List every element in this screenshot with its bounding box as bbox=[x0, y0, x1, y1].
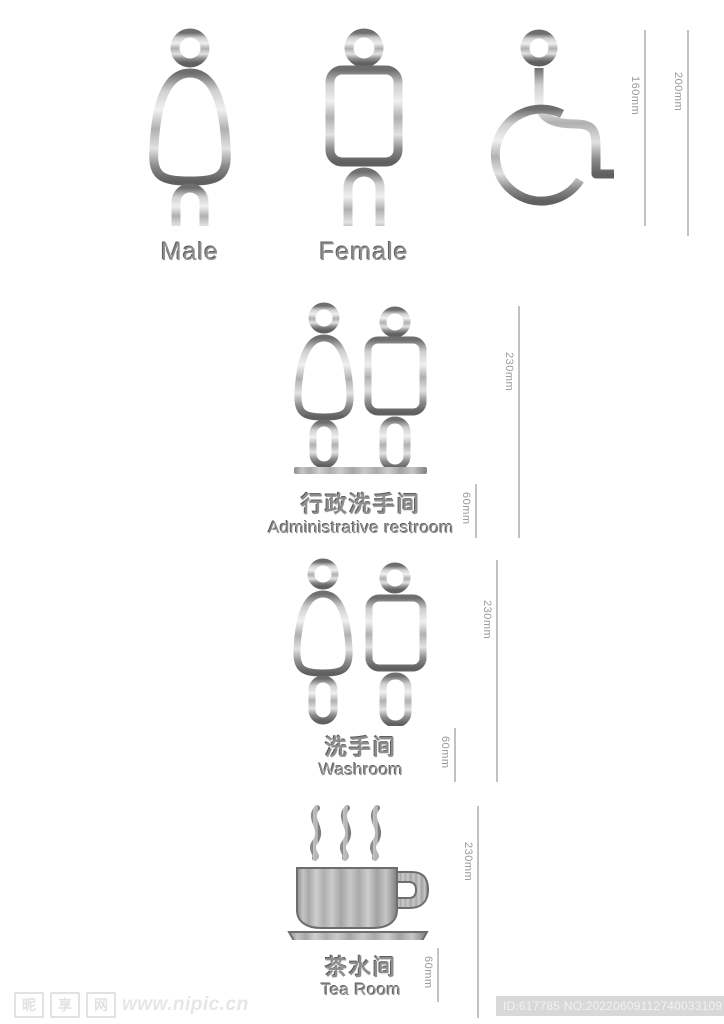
wr-male-body bbox=[293, 590, 353, 677]
male-female-pair-with-base bbox=[294, 302, 427, 474]
dimension-label-admin-text: 60mm bbox=[460, 492, 472, 525]
dimension-line-tea-total bbox=[477, 806, 479, 1018]
steam-wisp-3 bbox=[369, 805, 382, 861]
wr-female-legs bbox=[379, 672, 412, 726]
cup-body bbox=[296, 867, 398, 929]
dimension-label-washroom-text: 60mm bbox=[439, 736, 451, 769]
washroom-cn: 洗手间 bbox=[324, 736, 397, 761]
dimension-label-washroom-total: 230mm bbox=[481, 600, 493, 640]
pair-male-legs bbox=[309, 419, 339, 469]
pair-male-head bbox=[308, 302, 340, 334]
dimension-label-tea-text: 60mm bbox=[422, 956, 434, 989]
wheelchair-body bbox=[534, 68, 614, 179]
dimension-line-160 bbox=[644, 30, 646, 226]
nipic-watermark: 昵 享 网 www.nipic.cn bbox=[14, 992, 249, 1018]
wr-female-head bbox=[379, 562, 411, 594]
pair-female-head bbox=[379, 306, 411, 338]
administrative-restroom-cn: 行政洗手间 bbox=[300, 493, 421, 518]
male-label: Male bbox=[160, 238, 220, 266]
watermark-logo-char-3: 网 bbox=[86, 992, 116, 1018]
pair-female-legs bbox=[379, 416, 411, 472]
steam-group bbox=[309, 805, 382, 861]
female-body bbox=[325, 65, 403, 167]
male-pictogram bbox=[149, 28, 231, 226]
dimension-label-160: 160mm bbox=[629, 76, 641, 116]
dimension-line-tea-text bbox=[437, 948, 439, 1002]
tea-room-cn: 茶水间 bbox=[324, 956, 397, 981]
watermark-url: www.nipic.cn bbox=[122, 994, 249, 1015]
female-pictogram bbox=[325, 28, 403, 226]
image-id-badge: ID:617785 NO:20220609112740033109 bbox=[496, 996, 724, 1016]
wr-male-legs bbox=[308, 675, 338, 725]
dimension-line-washroom-text bbox=[454, 728, 456, 782]
male-body bbox=[149, 68, 231, 186]
dimension-label-200: 200mm bbox=[672, 72, 684, 112]
tea-room-en: Tea Room bbox=[321, 980, 401, 999]
dimension-line-washroom-total bbox=[496, 560, 498, 782]
wheelchair-pictogram bbox=[490, 29, 614, 206]
steam-wisp-1 bbox=[309, 805, 322, 861]
dimension-label-admin-total: 230mm bbox=[503, 352, 515, 392]
dimension-line-admin-total bbox=[518, 306, 520, 538]
male-legs bbox=[171, 183, 209, 226]
wr-female-body bbox=[365, 594, 427, 672]
wheelchair-wheel bbox=[490, 104, 584, 206]
female-head bbox=[344, 28, 384, 68]
male-head bbox=[170, 28, 210, 68]
wr-male-head bbox=[307, 558, 339, 590]
pair-male-body bbox=[294, 334, 354, 421]
cup-saucer bbox=[287, 931, 429, 940]
wheelchair-head bbox=[520, 29, 558, 67]
pair-female-body bbox=[364, 336, 427, 416]
washroom-en: Washroom bbox=[319, 760, 403, 779]
watermark-logo-char-2: 享 bbox=[50, 992, 80, 1018]
watermark-logo-char-1: 昵 bbox=[14, 992, 44, 1018]
teacup-with-steam bbox=[287, 805, 430, 940]
dimension-line-admin-text bbox=[475, 484, 477, 538]
cup-handle bbox=[396, 871, 430, 909]
dimension-label-tea-total: 230mm bbox=[462, 842, 474, 882]
dimension-line-200 bbox=[687, 30, 689, 236]
male-female-pair-with-divider bbox=[293, 558, 427, 726]
female-label: Female bbox=[319, 238, 409, 266]
steam-wisp-2 bbox=[339, 805, 352, 861]
administrative-restroom-en: Administrative restroom bbox=[268, 518, 454, 537]
pair-base-bar bbox=[294, 467, 427, 474]
female-legs bbox=[343, 167, 385, 226]
